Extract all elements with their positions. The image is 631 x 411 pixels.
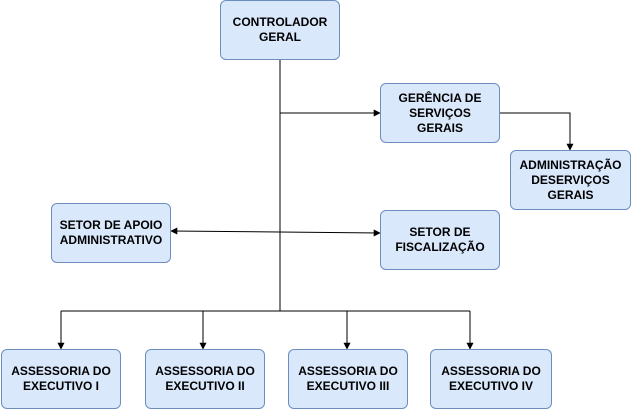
assessoria-executivo-1-box: ASSESSORIA DO EXECUTIVO I <box>1 349 121 409</box>
controlador-geral-box: CONTROLADOR GERAL <box>220 0 340 60</box>
setor-apoio-administrativo-box: SETOR DE APOIO ADMINISTRATIVO <box>51 203 171 263</box>
apoio-fiscalizacao-connector <box>170 227 381 237</box>
gerencia-servicos-gerais-box: GERÊNCIA DE SERVIÇOS GERAIS <box>380 83 500 143</box>
assessoria-executivo-3-box: ASSESSORIA DO EXECUTIVO III <box>288 349 408 409</box>
setor-fiscalizacao-box: SETOR DE FISCALIZAÇÃO <box>380 210 500 270</box>
administracao-servicos-gerais-box: ADMINISTRAÇÃO DESERVIÇOS GERAIS <box>510 150 631 210</box>
assessoria-executivo-4-box: ASSESSORIA DO EXECUTIVO IV <box>430 349 552 409</box>
assessoria-executivo-2-box: ASSESSORIA DO EXECUTIVO II <box>145 349 265 409</box>
administracao-connector <box>500 112 574 151</box>
